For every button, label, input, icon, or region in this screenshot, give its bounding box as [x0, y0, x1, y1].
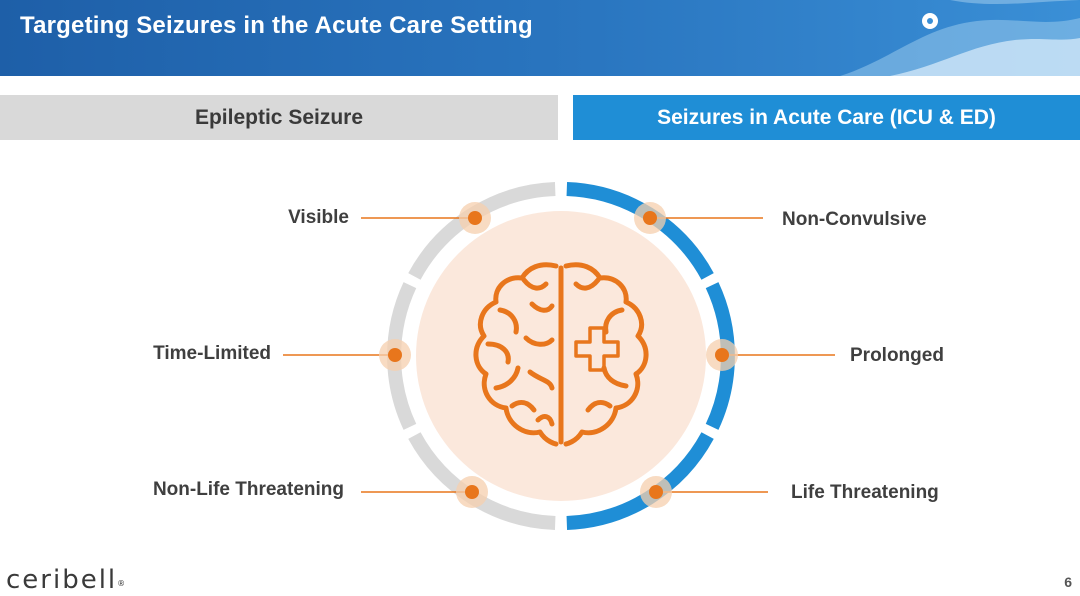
- wave-decoration-icon: [840, 0, 1080, 76]
- brain-with-medical-cross-icon: [473, 262, 649, 447]
- node-non-life-threatening: [456, 476, 488, 508]
- registered-mark: ®: [117, 579, 126, 588]
- node-non-convulsive: [634, 202, 666, 234]
- logo-text: ceribell: [6, 565, 118, 595]
- label-non-life-threatening: Non-Life Threatening: [152, 479, 344, 500]
- node-prolonged: [706, 339, 738, 371]
- acute-care-seizure-header: Seizures in Acute Care (ICU & ED): [573, 95, 1080, 140]
- slide-header: Targeting Seizures in the Acute Care Set…: [0, 0, 1080, 76]
- label-visible: Visible: [288, 207, 349, 228]
- node-life-threatening: [640, 476, 672, 508]
- node-visible: [459, 202, 491, 234]
- label-life-threatening: Life Threatening: [791, 482, 939, 503]
- label-prolonged: Prolonged: [850, 345, 944, 366]
- label-time-limited: Time-Limited: [153, 343, 271, 364]
- slide-title: Targeting Seizures in the Acute Care Set…: [20, 12, 533, 39]
- label-non-convulsive: Non-Convulsive: [782, 209, 927, 230]
- epileptic-seizure-header: Epileptic Seizure: [0, 95, 558, 140]
- page-number: 6: [1064, 574, 1072, 590]
- node-time-limited: [379, 339, 411, 371]
- ceribell-logo: ceribell®: [6, 564, 125, 596]
